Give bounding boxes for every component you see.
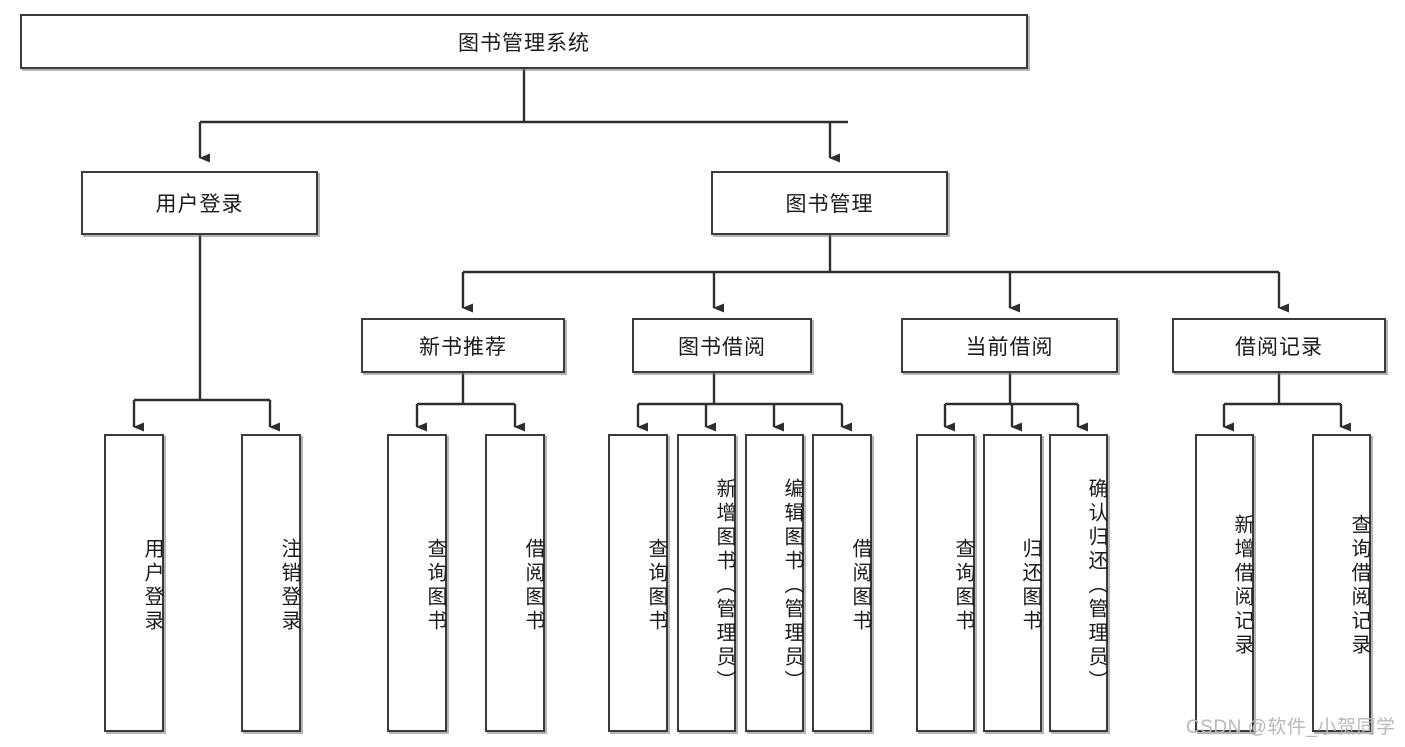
node-label: 图书管理系统 bbox=[458, 31, 590, 55]
node-label: 用户登录 bbox=[141, 538, 163, 634]
node-label: 编辑图书（管理员） bbox=[781, 478, 803, 694]
node-root-system[interactable]: 图书管理系统 bbox=[20, 14, 1028, 69]
node-label: 图书管理 bbox=[785, 193, 874, 216]
node-label: 查询图书 bbox=[952, 538, 974, 634]
leaf-current-confirm-return-admin[interactable]: 确认归还（管理员） bbox=[1049, 434, 1108, 732]
node-borrow-record[interactable]: 借阅记录 bbox=[1172, 318, 1386, 373]
leaf-user-login-login[interactable]: 用户登录 bbox=[104, 434, 164, 732]
node-user-login[interactable]: 用户登录 bbox=[81, 171, 318, 235]
leaf-borrow-edit-book-admin[interactable]: 编辑图书（管理员） bbox=[745, 434, 804, 732]
node-label: 用户登录 bbox=[155, 193, 244, 216]
leaf-recommend-query-book[interactable]: 查询图书 bbox=[387, 434, 447, 732]
node-label: 新增图书（管理员） bbox=[713, 478, 735, 694]
node-label: 注销登录 bbox=[278, 538, 300, 634]
node-label: 当前借阅 bbox=[965, 335, 1054, 359]
leaf-user-login-logout[interactable]: 注销登录 bbox=[241, 434, 301, 732]
node-book-borrow[interactable]: 图书借阅 bbox=[632, 318, 812, 373]
node-label: 查询图书 bbox=[645, 538, 667, 634]
node-label: 借阅图书 bbox=[849, 538, 871, 634]
node-label: 新书推荐 bbox=[419, 335, 507, 359]
leaf-borrow-add-book-admin[interactable]: 新增图书（管理员） bbox=[677, 434, 736, 732]
node-book-management[interactable]: 图书管理 bbox=[711, 171, 948, 235]
csdn-watermark: CSDN @软件_小贺同学 bbox=[1186, 717, 1396, 738]
leaf-current-return-book[interactable]: 归还图书 bbox=[983, 434, 1042, 732]
node-new-book-recommend[interactable]: 新书推荐 bbox=[361, 318, 565, 373]
node-label: 借阅记录 bbox=[1235, 335, 1323, 359]
node-label: 查询图书 bbox=[424, 538, 446, 634]
node-label: 新增借阅记录 bbox=[1231, 514, 1253, 658]
node-current-borrow[interactable]: 当前借阅 bbox=[901, 318, 1118, 373]
leaf-borrow-borrow-book[interactable]: 借阅图书 bbox=[812, 434, 872, 732]
node-label: 归还图书 bbox=[1019, 538, 1041, 634]
node-label: 确认归还（管理员） bbox=[1085, 478, 1107, 694]
node-label: 查询借阅记录 bbox=[1348, 514, 1370, 658]
leaf-record-add-record[interactable]: 新增借阅记录 bbox=[1195, 434, 1254, 732]
leaf-record-query-record[interactable]: 查询借阅记录 bbox=[1312, 434, 1371, 732]
node-label: 图书借阅 bbox=[678, 335, 766, 359]
node-label: 借阅图书 bbox=[522, 538, 544, 634]
leaf-recommend-borrow-book[interactable]: 借阅图书 bbox=[485, 434, 545, 732]
leaf-borrow-query-book[interactable]: 查询图书 bbox=[608, 434, 668, 732]
leaf-current-query-book[interactable]: 查询图书 bbox=[916, 434, 975, 732]
